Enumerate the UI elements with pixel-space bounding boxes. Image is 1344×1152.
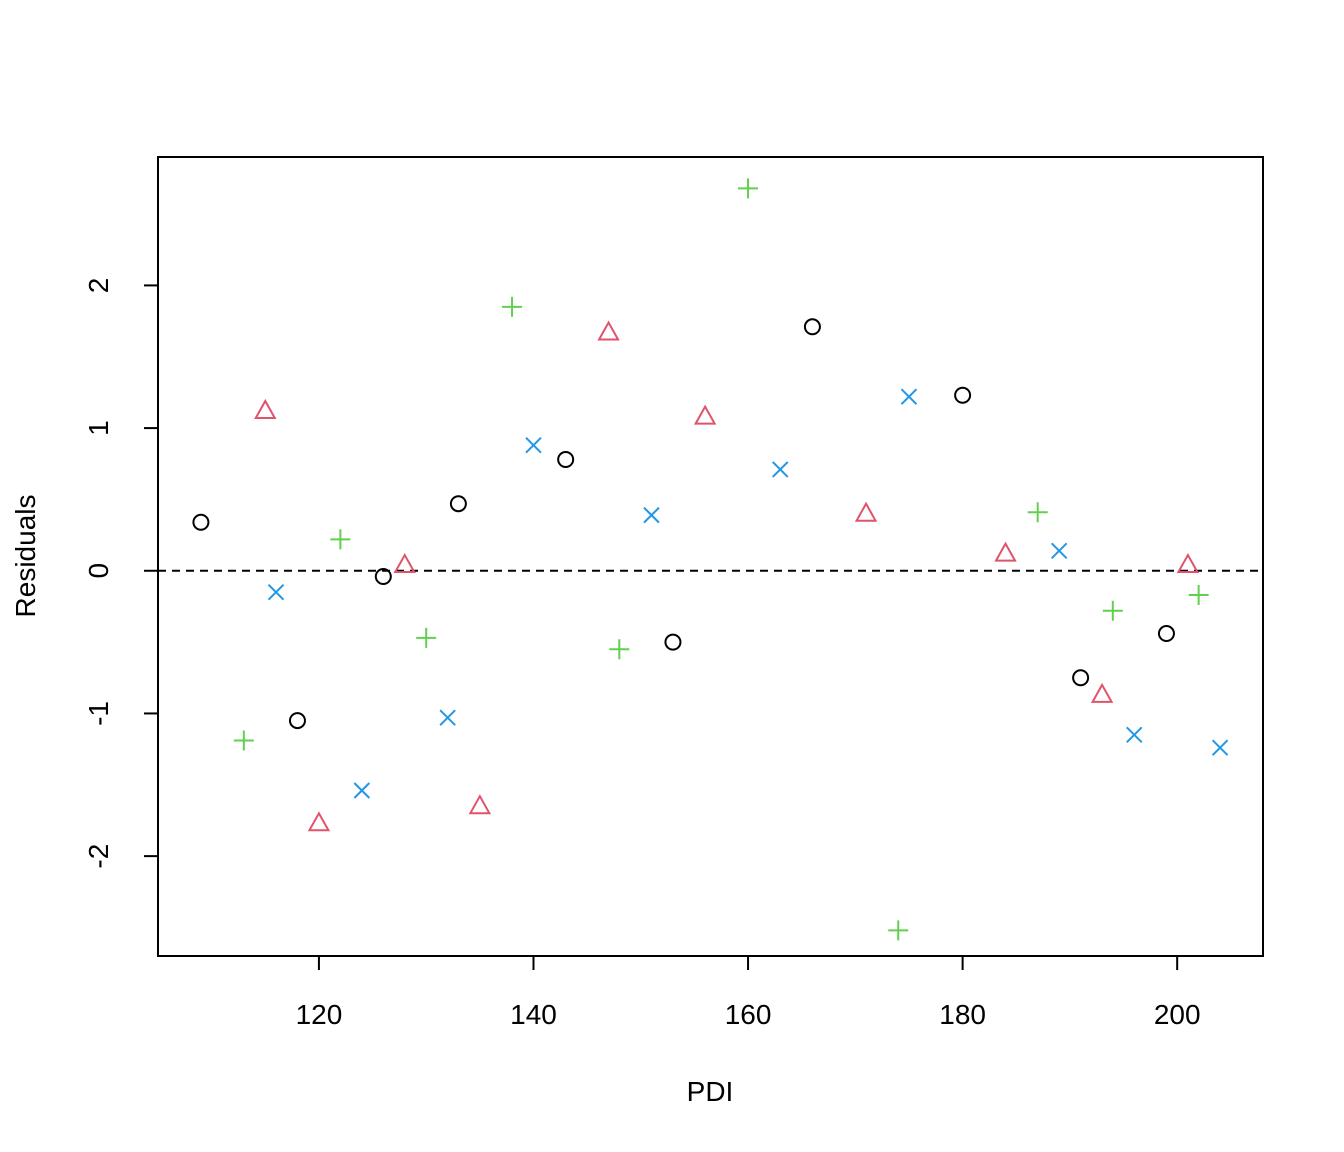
y-axis: -2 -1 0 1 2	[83, 278, 159, 869]
x-tick-label: 180	[939, 999, 986, 1030]
point-plus	[738, 178, 759, 199]
point-plus	[1027, 502, 1048, 523]
point-circle	[288, 712, 306, 730]
x-axis-label: PDI	[687, 1076, 734, 1107]
point-circle	[1072, 669, 1090, 687]
plot-frame	[157, 156, 1264, 957]
point-triangle	[1176, 553, 1200, 574]
point-plus	[330, 529, 351, 550]
point-plus	[1188, 585, 1209, 606]
x-tick-label: 200	[1154, 999, 1201, 1030]
point-circle	[664, 633, 682, 651]
point-triangle	[1090, 682, 1114, 703]
point-triangle	[994, 541, 1017, 562]
point-triangle	[597, 320, 620, 341]
point-cross	[900, 388, 918, 405]
point-plus	[888, 920, 909, 941]
point-triangle	[693, 404, 717, 425]
point-triangle	[307, 811, 331, 832]
y-tick-label: 0	[83, 563, 114, 579]
point-plus	[502, 296, 523, 317]
y-axis-label: Residuals	[10, 495, 41, 618]
point-triangle	[393, 553, 416, 574]
point-triangle	[468, 794, 492, 815]
y-tick-label: -2	[83, 844, 114, 869]
point-circle	[374, 567, 392, 585]
y-tick-label: 1	[83, 420, 114, 436]
point-circle	[192, 513, 210, 531]
data-points	[192, 178, 1229, 941]
point-circle	[803, 318, 821, 336]
point-triangle	[254, 398, 277, 419]
point-plus	[609, 639, 630, 660]
point-cross	[772, 461, 789, 478]
point-cross	[439, 709, 456, 726]
point-circle	[557, 450, 575, 468]
point-cross	[1050, 542, 1068, 560]
point-cross	[1126, 726, 1143, 744]
point-triangle	[854, 501, 878, 522]
point-plus	[416, 627, 437, 648]
point-circle	[449, 495, 467, 513]
point-plus	[233, 730, 254, 751]
point-cross	[525, 437, 542, 454]
point-cross	[353, 782, 371, 799]
point-circle	[954, 386, 972, 404]
x-tick-label: 140	[510, 999, 557, 1030]
point-circle	[1157, 625, 1175, 643]
x-axis: 120 140 160 180 200	[296, 955, 1201, 1030]
point-plus	[1102, 600, 1123, 621]
x-tick-label: 160	[725, 999, 772, 1030]
point-cross	[1211, 739, 1229, 756]
y-tick-label: -1	[83, 701, 114, 726]
y-tick-label: 2	[83, 278, 114, 294]
x-tick-label: 120	[296, 999, 343, 1030]
point-cross	[267, 583, 285, 601]
point-cross	[643, 506, 660, 524]
